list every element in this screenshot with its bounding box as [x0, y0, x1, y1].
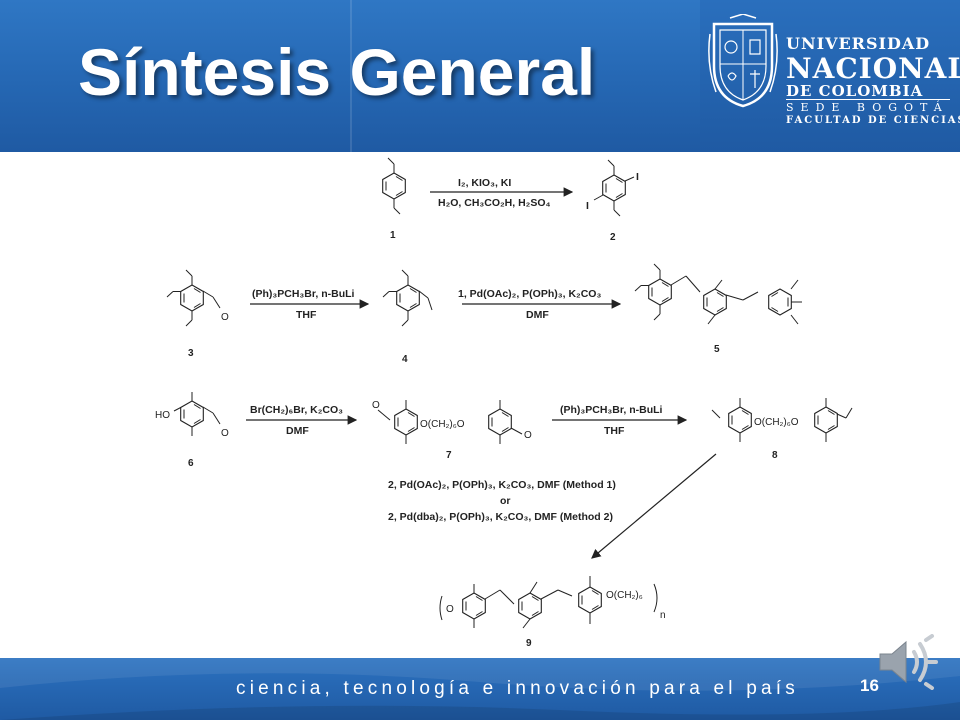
compound-8: O(CH₂)₆O 8	[711, 398, 853, 461]
reaction-5-arrow: (Ph)₃PCH₃Br, n-BuLi THF	[552, 404, 688, 437]
speaker-icon[interactable]	[876, 634, 938, 690]
compound-6-hydroxy: HO	[155, 410, 170, 421]
page-number: 16	[860, 676, 879, 695]
compound-9: O O(CH₂)₆ n 9	[439, 576, 666, 649]
compound-2: I I 2	[586, 159, 639, 243]
method-1-conditions: 2, Pd(OAc)₂, P(OPh)₃, K₂CO₃, DMF (Method…	[388, 479, 616, 491]
university-seal-icon	[708, 14, 778, 108]
svg-text:O: O	[524, 430, 532, 441]
compound-4-label: 4	[402, 354, 408, 365]
compound-7: O O(CH₂)₆O O 7	[372, 400, 532, 461]
university-line-1: UNIVERSIDAD	[786, 34, 931, 53]
compound-1-label: 1	[390, 230, 396, 241]
slide-header: Síntesis General UNIVERSIDAD NACIONAL DE…	[0, 0, 960, 152]
reaction-5-solvent: THF	[604, 425, 625, 437]
polymer-repeat-n: n	[660, 610, 666, 621]
polymerization-arrow	[591, 453, 717, 559]
compound-8-linker: O(CH₂)₆O	[754, 417, 799, 428]
method-2-conditions: 2, Pd(dba)₂, P(OPh)₃, K₂CO₃, DMF (Method…	[388, 511, 613, 523]
reaction-4-reagents: Br(CH₂)₆Br, K₂CO₃	[250, 404, 343, 416]
polymer-linker: O(CH₂)₆	[606, 590, 643, 601]
slide-footer: ciencia, tecnología e innovación para el…	[0, 658, 960, 720]
or-label: or	[500, 495, 511, 507]
compound-2-iodo-b: I	[586, 200, 589, 212]
header-divider	[350, 0, 352, 152]
synthesis-scheme: 1 I₂, KIO₃, KI H₂O, CH₃CO₂H, H₂SO₄ I I 2…	[155, 157, 853, 649]
reaction-2-reagents: (Ph)₃PCH₃Br, n-BuLi	[252, 288, 355, 300]
compound-8-label: 8	[772, 450, 778, 461]
compound-4: 4	[383, 270, 433, 365]
compound-3-label: 3	[188, 348, 194, 359]
reaction-3-solvent: DMF	[526, 309, 549, 321]
university-divider	[786, 99, 950, 100]
reaction-1-solvents: H₂O, CH₃CO₂H, H₂SO₄	[438, 197, 551, 209]
reaction-1-arrow: I₂, KIO₃, KI H₂O, CH₃CO₂H, H₂SO₄	[430, 177, 574, 209]
compound-2-iodo-a: I	[636, 171, 639, 183]
compound-5-label: 5	[714, 344, 720, 355]
university-line-5: FACULTAD DE CIENCIAS	[786, 115, 960, 126]
reaction-2-solvent: THF	[296, 309, 317, 321]
compound-3: O 3	[167, 270, 229, 359]
reaction-5-reagents: (Ph)₃PCH₃Br, n-BuLi	[560, 404, 663, 416]
compound-5: 5	[635, 264, 802, 355]
svg-text:O: O	[372, 400, 380, 411]
footer-wave-decoration	[0, 658, 960, 720]
compound-6-label: 6	[188, 458, 194, 469]
svg-text:O: O	[221, 428, 229, 439]
reaction-4-solvent: DMF	[286, 425, 309, 437]
compound-9-label: 9	[526, 638, 532, 649]
university-line-3: DE COLOMBIA	[786, 82, 924, 100]
reaction-4-arrow: Br(CH₂)₆Br, K₂CO₃ DMF	[246, 404, 358, 437]
footer-motto: ciencia, tecnología e innovación para el…	[236, 678, 799, 699]
slide-title: Síntesis General	[78, 35, 596, 109]
compound-1: 1	[382, 157, 406, 241]
compound-7-label: 7	[446, 450, 452, 461]
compound-7-linker: O(CH₂)₆O	[420, 419, 465, 430]
polymer-oxygen: O	[446, 604, 454, 615]
university-line-4: SEDE BOGOTÁ	[786, 101, 949, 114]
compound-2-label: 2	[610, 232, 616, 243]
reaction-2-arrow: (Ph)₃PCH₃Br, n-BuLi THF	[250, 288, 370, 321]
compound-6: HO O 6	[155, 392, 229, 469]
reaction-3-reagents: 1, Pd(OAc)₂, P(OPh)₃, K₂CO₃	[458, 288, 601, 300]
polymerization-conditions: 2, Pd(OAc)₂, P(OPh)₃, K₂CO₃, DMF (Method…	[388, 479, 616, 523]
reaction-1-reagents: I₂, KIO₃, KI	[458, 177, 511, 189]
reaction-3-arrow: 1, Pd(OAc)₂, P(OPh)₃, K₂CO₃ DMF	[458, 288, 622, 321]
university-line-2: NACIONAL	[786, 52, 960, 85]
svg-text:O: O	[221, 312, 229, 323]
